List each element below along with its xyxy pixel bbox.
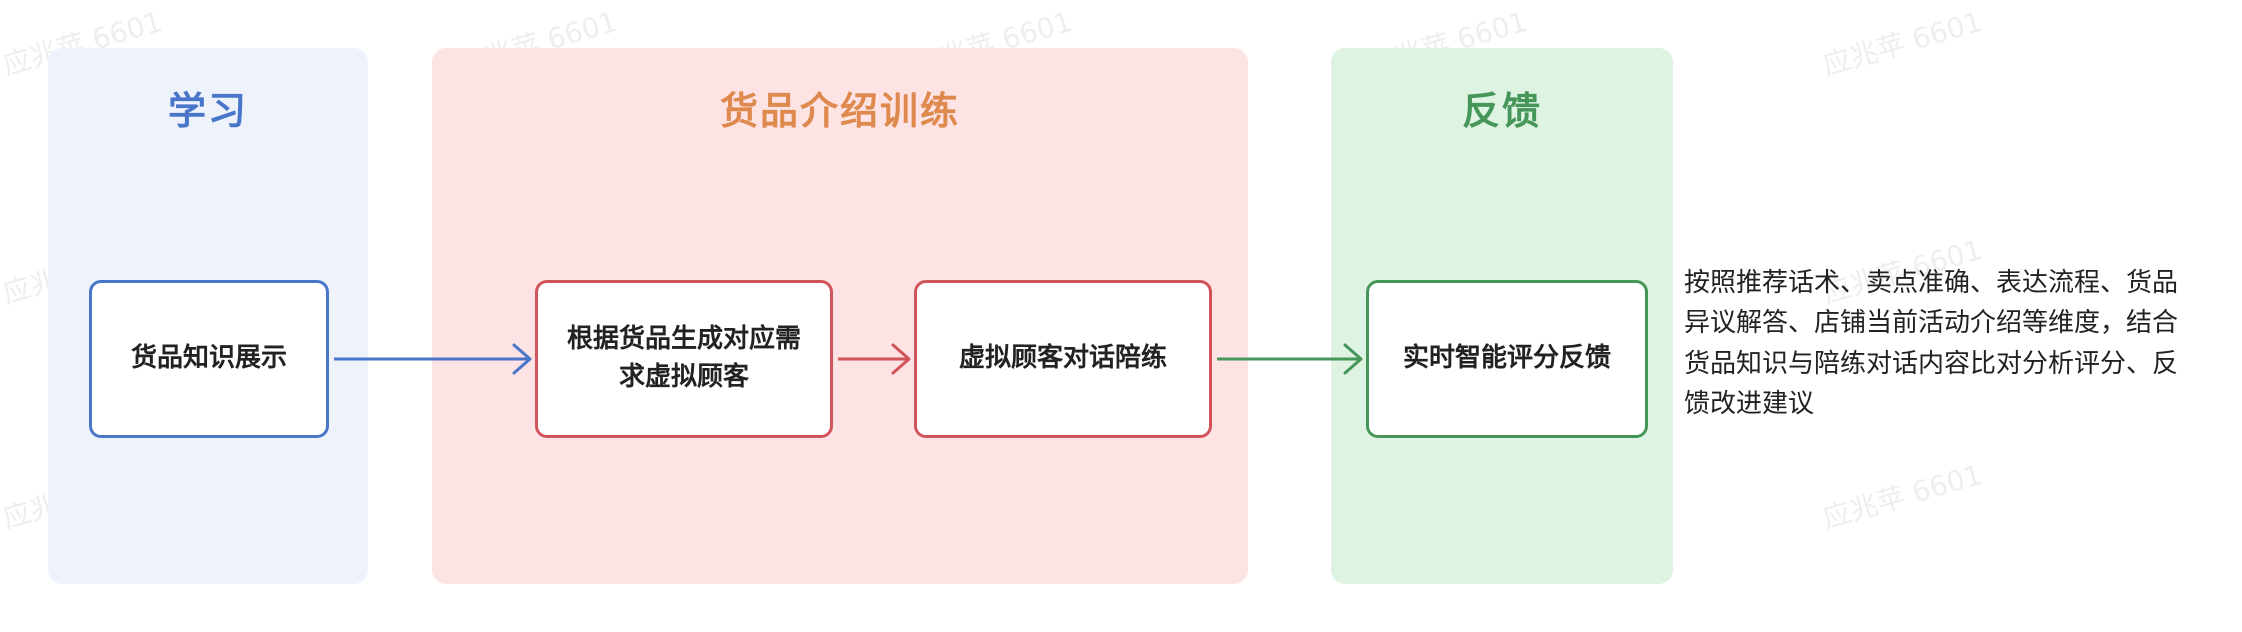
panel-feedback-title: 反馈 — [1461, 89, 1542, 133]
node-realtime-scoring-label: 实时智能评分反馈 — [1402, 343, 1611, 374]
node-product-knowledge: 货品知识展示 — [89, 280, 329, 438]
panel-learn-title: 学习 — [167, 89, 248, 133]
node-realtime-scoring: 实时智能评分反馈 — [1366, 280, 1648, 438]
node-product-knowledge-label: 货品知识展示 — [130, 343, 287, 374]
node-virtual-dialog-practice: 虚拟顾客对话陪练 — [914, 280, 1212, 438]
arrow-dialog-to-score — [1217, 343, 1363, 375]
feedback-description: 按照推荐话术、卖点准确、表达流程、货品异议解答、店铺当前活动介绍等维度，结合货品… — [1684, 268, 2179, 419]
node-generate-virtual-customer: 根据货品生成对应需求虚拟顾客 — [535, 280, 833, 438]
arrow-knowledge-to-generate — [334, 343, 532, 375]
panel-product-training-title: 货品介绍训练 — [719, 89, 960, 133]
arrow-generate-to-dialog — [838, 343, 911, 375]
node-virtual-dialog-practice-label: 虚拟顾客对话陪练 — [958, 343, 1167, 374]
node-generate-virtual-customer-label: 根据货品生成对应需求虚拟顾客 — [566, 324, 801, 392]
